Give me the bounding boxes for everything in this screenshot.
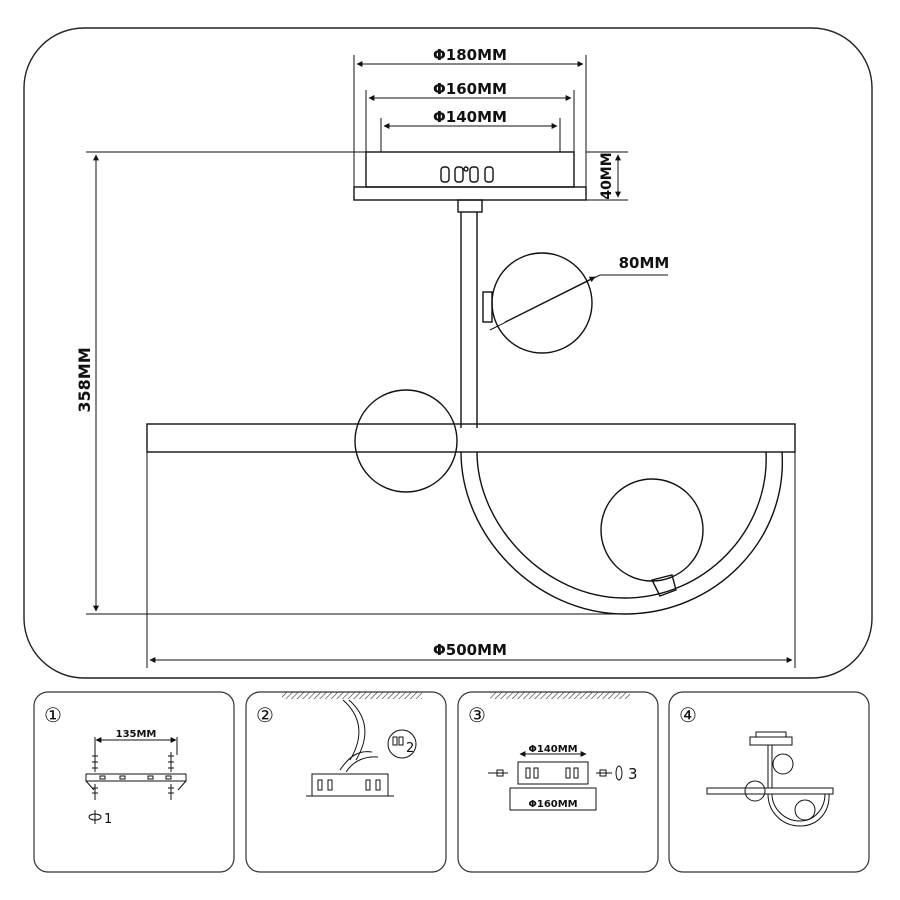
- canopy-fix-icon: [488, 751, 623, 811]
- step-1-width-label: 135MM: [116, 729, 157, 740]
- globe-right-icon: [600, 478, 704, 582]
- step-2-callout: 2: [406, 741, 414, 756]
- width-dimension: [146, 452, 796, 668]
- canopy-height-label: 40MM: [599, 152, 615, 199]
- globe-dimension: [489, 274, 668, 331]
- canopy: [353, 151, 587, 213]
- globes: [354, 252, 704, 582]
- step-4-panel: ④: [668, 691, 870, 873]
- canopy-dimensions: [353, 55, 628, 201]
- step-2-number: ②: [256, 703, 274, 727]
- step-3-bottom-label: Φ160MM: [528, 799, 577, 810]
- step-4-number: ④: [679, 703, 697, 727]
- canopy-holes-icon: [440, 166, 494, 183]
- step-1-callout: 1: [104, 812, 112, 827]
- globe-left-icon: [354, 389, 458, 493]
- main-panel-frame: [23, 27, 873, 679]
- canopy-mid-dia-label: Φ160MM: [433, 80, 507, 98]
- height-dimension: [86, 151, 625, 615]
- step-2-panel: ② 2: [245, 691, 447, 873]
- total-height-label: 358MM: [75, 347, 94, 412]
- globe-top-icon: [491, 252, 593, 354]
- main-drawing-panel: Φ180MM Φ160MM Φ140MM 40MM: [23, 27, 873, 679]
- step-3-top-label: Φ140MM: [528, 744, 577, 755]
- step-3-callout: 3: [628, 765, 638, 783]
- canopy-outer-dia-label: Φ180MM: [433, 46, 507, 64]
- step-1-panel: ① 135MM 1: [33, 691, 235, 873]
- total-width-label: Φ500MM: [433, 641, 507, 659]
- globe-dia-label: 80MM: [619, 254, 670, 272]
- fixture-frame: [146, 212, 796, 615]
- ceiling-hatch-3: [490, 692, 630, 699]
- canopy-inner-dia-label: Φ140MM: [433, 108, 507, 126]
- ceiling-hatch: [282, 692, 422, 699]
- wiring-icon: [306, 699, 417, 797]
- step-3-panel: ③ Φ140MM Φ160MM 3: [457, 691, 659, 873]
- step-1-number: ①: [44, 703, 62, 727]
- step-3-number: ③: [468, 703, 486, 727]
- finished-fixture-icon: [706, 731, 834, 827]
- mounting-bracket-icon: [85, 737, 187, 824]
